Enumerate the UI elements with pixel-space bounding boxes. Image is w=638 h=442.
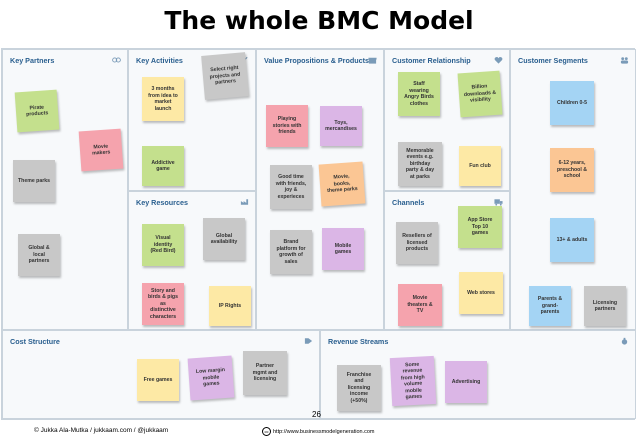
factory-icon [240, 199, 249, 205]
note-playing-stories: Playing stories with friends [266, 105, 308, 147]
note-free-games: Free games [137, 359, 179, 401]
note-toys-merchandise: Toys, mercandises [320, 106, 362, 146]
note-pirate-products: Pirate products [14, 89, 60, 133]
block-key-activities: Key Activities 3 months from idea to mar… [128, 49, 256, 191]
people-icon [620, 57, 629, 64]
creative-commons-icon: cc [262, 427, 271, 436]
heart-icon [494, 57, 503, 64]
link-icon [112, 57, 121, 63]
gift-icon [368, 57, 377, 64]
note-some-revenue: Some revenue from high volume mobile gam… [389, 355, 437, 407]
block-customer-segments: Customer Segments Children 0-5 6-12 year… [510, 49, 636, 330]
block-heading: Value Propositions & Products [264, 56, 370, 65]
note-6-12-years: 6-12 years, preschool & school [550, 148, 594, 192]
footer-credit: © Jukka Ala-Mutka / jukkaam.com / @jukka… [34, 427, 169, 434]
note-franchise-licensing-income: Franchise and licensing income (+50%) [337, 365, 381, 411]
money-bag-icon [621, 337, 628, 345]
footer-url[interactable]: http://www.businessmodelgeneration.com [273, 428, 375, 435]
block-channels: Channels Resellers of licensed products … [384, 191, 510, 330]
note-three-months: 3 months from idea to market launch [142, 77, 184, 121]
block-key-partners: Key Partners Pirate products Movie maker… [2, 49, 128, 330]
note-select-right-projects: Select right projects and partners [201, 52, 249, 100]
note-ip-rights: IP Rights [209, 286, 251, 326]
block-heading: Channels [392, 198, 425, 207]
note-parents-grandparents: Parents & grand- parents [529, 286, 571, 326]
note-fun-club: Fun club [459, 146, 501, 186]
block-value-propositions: Value Propositions & Products Playing st… [256, 49, 384, 330]
note-theme-parks: Theme parks [13, 160, 55, 202]
note-billion-downloads: Billion downloads & visibility [457, 70, 503, 118]
note-mobile-games: Mobile games [322, 228, 364, 270]
note-brand-platform: Brand platform for growth of sales [270, 230, 312, 274]
block-customer-relationship: Customer Relationship Staff wearing Angr… [384, 49, 510, 191]
block-heading: Customer Relationship [392, 56, 471, 65]
note-movie-theaters: Movie theaters & TV [398, 284, 442, 326]
block-heading: Revenue Streams [328, 337, 389, 346]
block-heading: Customer Segments [518, 56, 588, 65]
note-addictive-game: Addictive game [142, 146, 184, 186]
tag-icon [304, 338, 313, 344]
note-app-store-top10: App Store Top 10 games [458, 206, 502, 248]
note-global-availability: Global availability [203, 218, 245, 260]
note-children-0-5: Children 0-5 [550, 81, 594, 125]
note-partner-mgmt-licensing: Partner mgmt and licensing [243, 351, 287, 395]
note-staff-wearing-clothes: Staff wearing Angry Birds clothes [398, 72, 440, 116]
block-heading: Cost Structure [10, 337, 60, 346]
block-heading: Key Activities [136, 56, 183, 65]
note-movie-books: Movie, books, theme parks [318, 161, 366, 207]
business-model-canvas: Key Partners Pirate products Movie maker… [1, 48, 636, 420]
page-number: 26 [312, 410, 321, 419]
block-key-resources: Key Resources Visual identity (Red Bird)… [128, 191, 256, 330]
block-heading: Key Partners [10, 56, 55, 65]
note-memorable-events: Memorable events e.g. birthday party & d… [398, 142, 442, 186]
note-13-plus-adults: 13+ & adults [550, 218, 594, 262]
note-licensing-partners: Licensing partners [584, 286, 626, 326]
note-advertising: Advertising [445, 361, 487, 403]
note-good-time: Good time with friends, joy & experieces [270, 165, 312, 209]
note-web-stores: Web stores [459, 272, 503, 314]
block-revenue-streams: Revenue Streams Franchise and licensing … [320, 330, 636, 419]
truck-icon [494, 199, 503, 206]
note-story-characters: Story and birds & pigs as distinctive ch… [142, 283, 184, 325]
page-title: The whole BMC Model [164, 6, 474, 35]
note-resellers: Resellers of licensed products [396, 222, 438, 264]
note-movie-makers: Movie makers [78, 128, 124, 172]
note-global-local-partners: Global & local partners [18, 234, 60, 276]
note-visual-identity: Visual identity (Red Bird) [142, 224, 184, 266]
note-low-margin-games: Low margin mobile games [187, 355, 235, 401]
block-cost-structure: Cost Structure Free games Low margin mob… [2, 330, 320, 419]
block-heading: Key Resources [136, 198, 188, 207]
